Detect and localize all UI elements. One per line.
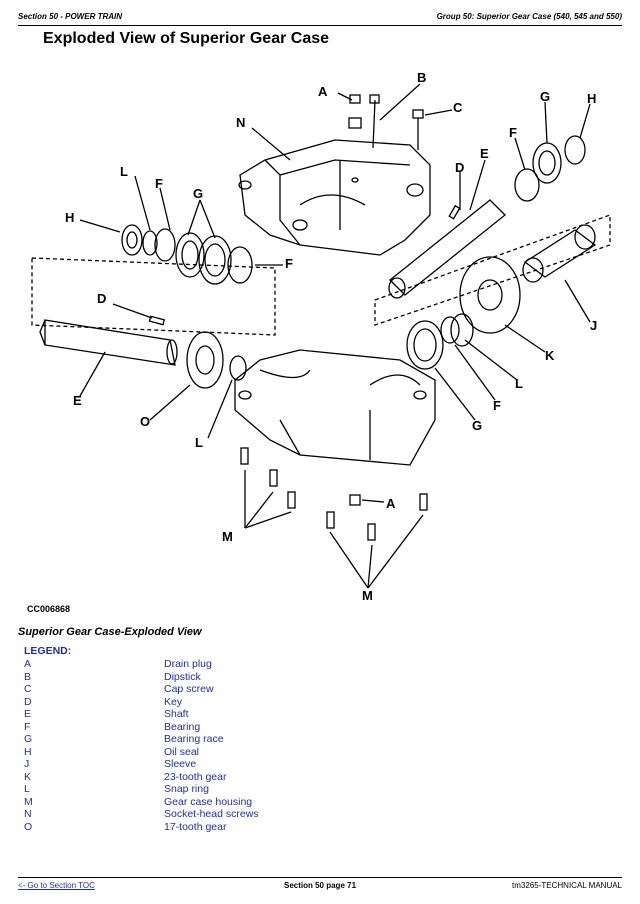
callout-g-right-top: G bbox=[540, 89, 550, 104]
legend-title: LEGEND: bbox=[24, 645, 72, 657]
legend-label: Snap ring bbox=[164, 783, 209, 795]
callout-e-right: E bbox=[480, 146, 489, 161]
legend-item: B Dipstick bbox=[24, 671, 344, 684]
legend-key: B bbox=[24, 670, 32, 683]
legend-key: F bbox=[24, 720, 31, 733]
callout-h-right: H bbox=[587, 91, 596, 106]
legend-key: M bbox=[24, 795, 33, 808]
legend-item: C Cap screw bbox=[24, 683, 344, 696]
legend-label: 23-tooth gear bbox=[164, 770, 227, 783]
callout-b: B bbox=[417, 70, 426, 85]
legend-key: A bbox=[24, 658, 32, 670]
legend-item: J Sleeve bbox=[24, 758, 344, 771]
callout-j: J bbox=[590, 318, 597, 333]
footer-rule bbox=[18, 877, 622, 878]
legend-key: G bbox=[24, 733, 33, 745]
callout-l-lower: L bbox=[195, 435, 203, 450]
legend-key: J bbox=[24, 758, 30, 770]
legend-key: D bbox=[24, 695, 32, 708]
legend-label: Bearing race bbox=[164, 733, 224, 745]
legend-key: N bbox=[24, 808, 32, 820]
legend-label: Cap screw bbox=[164, 683, 214, 695]
callout-n-right: M bbox=[362, 588, 373, 603]
legend-label: Dipstick bbox=[164, 670, 201, 683]
legend-label: Sleeve bbox=[164, 758, 197, 770]
legend-list: A Drain plug B Dipstick C Cap screw D Key E S… bbox=[24, 658, 344, 833]
manual-id: tm3265-TECHNICAL MANUAL bbox=[512, 881, 622, 890]
callout-k: K bbox=[545, 348, 555, 363]
header-rule bbox=[18, 25, 622, 26]
callout-a-bottom: A bbox=[386, 496, 396, 511]
legend-label: 17-tooth gear bbox=[164, 820, 227, 833]
section-toc-link[interactable]: <- Go to Section TOC bbox=[18, 881, 95, 890]
legend-item: L Snap ring bbox=[24, 783, 344, 796]
legend-item: E Shaft bbox=[24, 708, 344, 721]
legend-key: L bbox=[24, 783, 30, 795]
legend-key: K bbox=[24, 770, 32, 783]
section-title: Section 50 - POWER TRAIN bbox=[18, 12, 123, 21]
callout-f-left-bottom: F bbox=[285, 256, 293, 271]
legend-item: D Key bbox=[24, 696, 344, 709]
page-footer: Section 50 page 71 <- Go to Section TOC … bbox=[18, 881, 622, 895]
legend-item: N Socket-head screws bbox=[24, 808, 344, 821]
legend-key: O bbox=[24, 820, 33, 833]
callout-l-right: L bbox=[515, 376, 523, 391]
callout-e-left: E bbox=[73, 393, 82, 408]
legend-label: Socket-head screws bbox=[164, 808, 259, 820]
callout-f-right-bottom: F bbox=[493, 398, 501, 413]
callout-a-top: A bbox=[318, 84, 328, 99]
legend-key: H bbox=[24, 745, 32, 758]
callout-f-right-top: F bbox=[509, 125, 517, 140]
callout-h-left: H bbox=[65, 210, 74, 225]
legend-item: M Gear case housing bbox=[24, 796, 344, 809]
figure-caption: Superior Gear Case-Exploded View bbox=[18, 626, 202, 638]
legend-item: F Bearing bbox=[24, 721, 344, 734]
page-title: Exploded View of Superior Gear Case bbox=[43, 30, 330, 47]
callout-d-right: D bbox=[455, 160, 464, 175]
callout-g-left: G bbox=[193, 186, 203, 201]
legend-key: E bbox=[24, 708, 32, 720]
legend-label: Gear case housing bbox=[164, 795, 253, 808]
legend-item: O 17-tooth gear bbox=[24, 821, 344, 834]
callout-c: C bbox=[453, 100, 463, 115]
legend-label: Key bbox=[164, 695, 183, 708]
page-number: Section 50 page 71 bbox=[283, 881, 357, 890]
callout-d-left: D bbox=[97, 291, 106, 306]
page-header: Section 50 - POWER TRAIN Group 50: Super… bbox=[18, 12, 622, 26]
figure-id: CC006868 bbox=[27, 604, 71, 614]
legend-label: Bearing bbox=[164, 720, 201, 733]
legend-label: Oil seal bbox=[164, 745, 200, 758]
callout-f-left-top: F bbox=[155, 176, 163, 191]
legend-item: G Bearing race bbox=[24, 733, 344, 746]
callout-m: N bbox=[236, 115, 245, 130]
exploded-view-figure: A B C N L F G H F D E O L D E F G H J K … bbox=[31, 70, 611, 603]
legend-item: K 23-tooth gear bbox=[24, 771, 344, 784]
callout-o: O bbox=[140, 414, 150, 429]
legend-label: Drain plug bbox=[164, 658, 212, 670]
legend-item: A Drain plug bbox=[24, 658, 344, 671]
callout-g-right-bottom: G bbox=[472, 418, 482, 433]
legend-label: Shaft bbox=[164, 708, 189, 720]
callout-n-left: M bbox=[222, 529, 233, 544]
legend-key: C bbox=[24, 683, 32, 695]
legend-item: H Oil seal bbox=[24, 746, 344, 759]
callout-l-left: L bbox=[120, 164, 128, 179]
group-title: Group 50: Superior Gear Case (540, 545 a… bbox=[436, 12, 622, 21]
